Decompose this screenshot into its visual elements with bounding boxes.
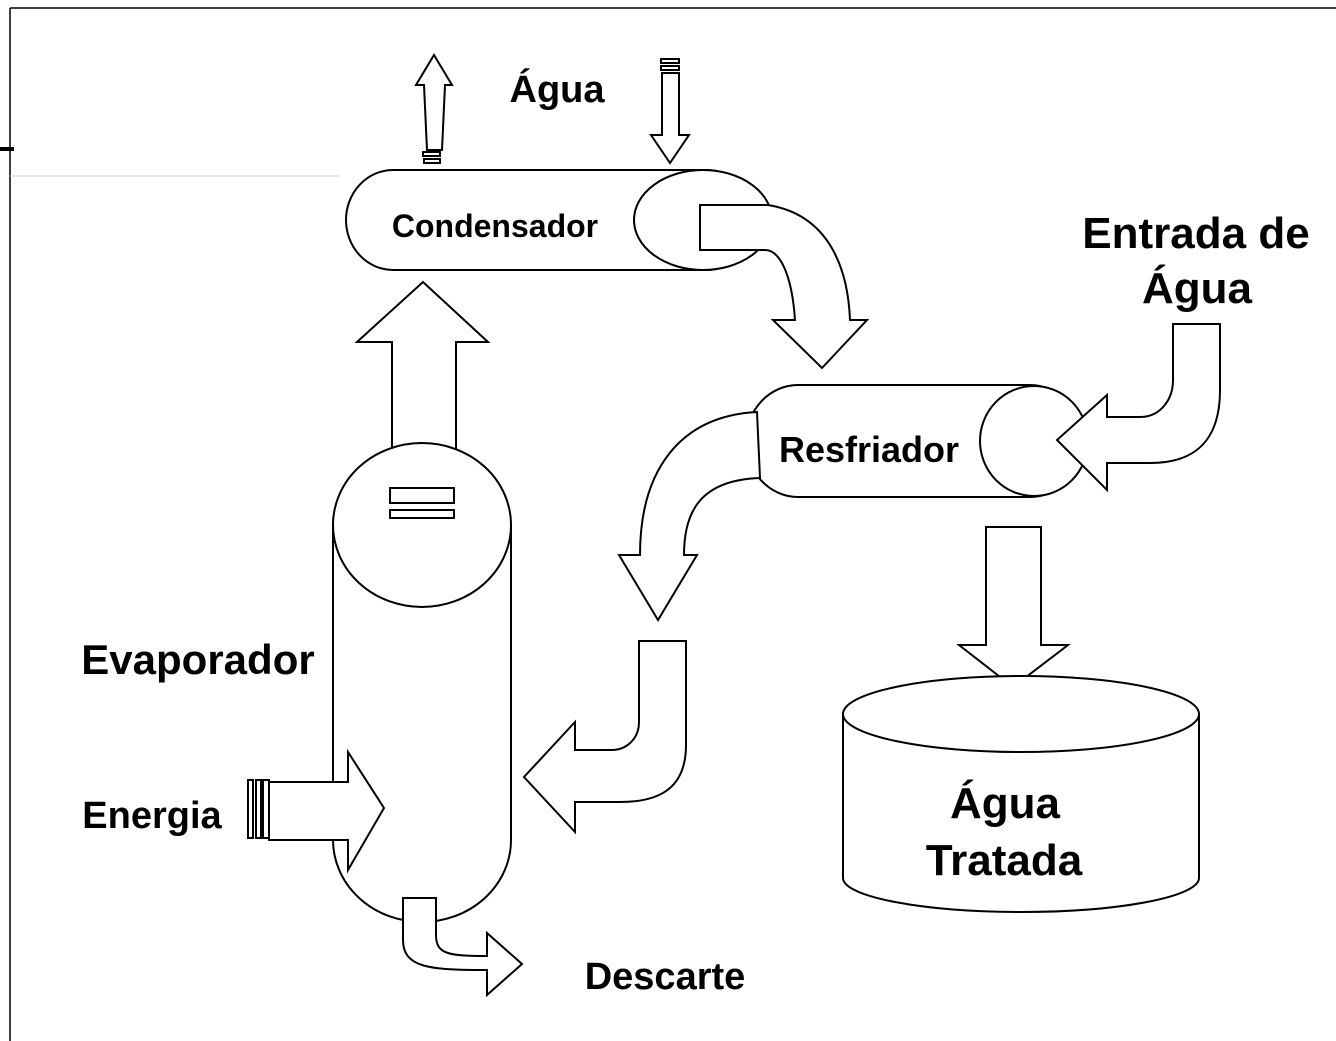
energy-arrow-icon <box>247 748 386 874</box>
discard-label: Descarte <box>585 956 746 998</box>
return-to-evaporator-arrow-icon <box>522 640 687 835</box>
slide-frame <box>0 7 1336 1041</box>
cooler-to-return-arrow-icon <box>617 410 762 622</box>
water-inlet-curved-arrow-icon <box>1055 323 1221 493</box>
water-inlet-arrow-icon <box>649 58 691 165</box>
condenser-to-cooler-arrow-icon <box>699 204 870 370</box>
treated-water-arrow-icon <box>956 526 1071 689</box>
discard-arrow-icon <box>402 897 524 998</box>
cooler-label: Resfriador <box>779 429 959 470</box>
condenser-label: Condensador <box>392 208 598 244</box>
water-outlet-arrow-icon <box>414 53 454 164</box>
treated-water-label-line2: Tratada <box>926 836 1083 885</box>
water-inlet-label-line1: Entrada de <box>1082 209 1309 258</box>
energy-label: Energia <box>82 795 222 837</box>
water-top-label: Água <box>510 67 606 111</box>
treated-water-label-line1: Água <box>950 778 1061 828</box>
water-inlet-label-line2: Água <box>1142 263 1253 313</box>
treated-water-tank <box>842 675 1200 913</box>
evaporator-label: Evaporador <box>81 636 314 683</box>
evaporator <box>332 442 512 923</box>
